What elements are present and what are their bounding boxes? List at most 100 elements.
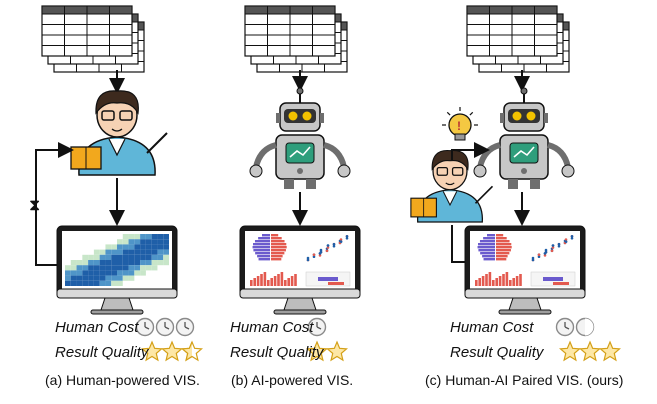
heatmap-cell	[163, 244, 169, 250]
heatmap-cell	[151, 244, 158, 250]
scatter-point	[551, 246, 555, 249]
heatmap-cell	[105, 280, 112, 286]
scatter-point	[551, 244, 555, 247]
heatmap-cell	[163, 260, 169, 266]
scatter-point	[564, 238, 568, 241]
heatmap-cell	[128, 270, 135, 276]
panel-c-quality-star-icon	[559, 340, 581, 362]
bar-mark	[290, 276, 294, 286]
heatmap-cell	[82, 254, 89, 260]
bar-mark	[255, 252, 270, 255]
scatter-point	[537, 255, 541, 258]
bar-mark	[280, 272, 284, 286]
heatmap-cell	[65, 270, 71, 276]
heatmap-cell	[65, 265, 71, 271]
bar-mark	[253, 243, 270, 246]
scatter-point	[306, 258, 310, 262]
panel-b-caption: (b) AI-powered VIS.	[231, 372, 354, 388]
scatter-point	[319, 250, 323, 254]
panel-c-caption: (c) Human-AI Paired VIS. (ours)	[425, 372, 624, 388]
panel-c-cost-clock-icon	[555, 317, 575, 337]
heatmap-cell	[163, 234, 169, 240]
bar-mark	[496, 234, 504, 237]
heatmap-cell	[134, 270, 141, 276]
scatter-point	[339, 240, 343, 243]
panel-b-quality-star-icon	[306, 340, 328, 362]
heatmap-cell	[105, 260, 112, 266]
heatmap-cell	[117, 280, 123, 286]
scatter-point	[570, 237, 574, 240]
heatmap-cell	[93, 265, 100, 271]
bar-mark	[271, 234, 279, 237]
heatmap-cell	[93, 280, 100, 286]
heatmap-cell	[111, 270, 117, 276]
heatmap-cell	[99, 265, 106, 271]
heatmap-cell	[82, 270, 89, 276]
heatmap-cell	[145, 249, 152, 255]
panel-c-result-quality-label: Result Quality	[450, 344, 544, 361]
panel-a-human-analyst-icon	[70, 90, 168, 176]
bar-mark	[284, 280, 287, 286]
monitor-stand	[508, 297, 542, 311]
heatmap-cell	[105, 270, 112, 276]
heatmap-cell	[88, 260, 94, 266]
heatmap-cell	[157, 244, 164, 250]
panel-a-monitor-heatmap	[56, 225, 178, 315]
bar-mark	[478, 243, 495, 246]
heatmap-cell	[117, 239, 123, 245]
heatmap-cell	[163, 239, 169, 245]
heatmap-cell	[70, 280, 77, 286]
bar-mark	[496, 246, 512, 249]
panel-a-quality-star-icon	[141, 340, 163, 362]
bar-mark	[487, 234, 495, 237]
heatmap-cell	[140, 265, 146, 271]
bar-mark	[262, 234, 270, 237]
heatmap-cell	[111, 280, 117, 286]
heatmap-cell	[76, 275, 83, 281]
heatmap-cell	[122, 260, 129, 266]
scatter-point	[570, 235, 574, 238]
bar-mark	[478, 278, 481, 286]
scatter-point	[345, 237, 349, 240]
heatmap-cell	[128, 239, 135, 245]
heatmap-cell	[88, 280, 94, 286]
bar-mark	[543, 277, 563, 281]
bar-mark	[488, 272, 492, 286]
panel-a-cost-clock-icon	[135, 317, 155, 337]
heatmap-cell	[122, 270, 129, 276]
bar-mark	[271, 249, 286, 252]
heatmap-cell	[105, 249, 112, 255]
panel-c-human-to-robot-arrow	[451, 142, 490, 160]
panel-a-table-stack-icon	[41, 5, 145, 73]
heatmap-cell	[134, 260, 141, 266]
scatter-point	[543, 254, 547, 257]
panel-a-cost-clock-icon	[155, 317, 175, 337]
heatmap-cell	[93, 249, 100, 255]
heatmap-cell	[151, 254, 158, 260]
heatmap-cell	[82, 265, 89, 271]
heatmap-cell	[151, 265, 158, 271]
heatmap-cell	[157, 254, 164, 260]
heatmap-cell	[82, 280, 89, 286]
heatmap-cell	[151, 239, 158, 245]
pointer-stick-icon	[146, 132, 168, 154]
bar-mark	[485, 274, 488, 286]
heatmap-cell	[128, 275, 135, 281]
bar-mark	[509, 280, 512, 286]
heatmap-cell	[151, 260, 158, 266]
svg-text:!: !	[457, 119, 461, 133]
heatmap-cell	[122, 239, 129, 245]
heatmap-cell	[128, 265, 135, 271]
heatmap-cell	[111, 249, 117, 255]
heatmap-cell	[111, 260, 117, 266]
heatmap-cell	[105, 244, 112, 250]
heatmap-cell	[93, 270, 100, 276]
bar-mark	[252, 246, 270, 249]
bar-mark	[271, 255, 283, 258]
scatter-point	[319, 248, 323, 252]
heatmap-cell	[157, 239, 164, 245]
heatmap-cell	[117, 249, 123, 255]
bar-mark	[271, 252, 285, 255]
bar-mark	[258, 237, 270, 240]
